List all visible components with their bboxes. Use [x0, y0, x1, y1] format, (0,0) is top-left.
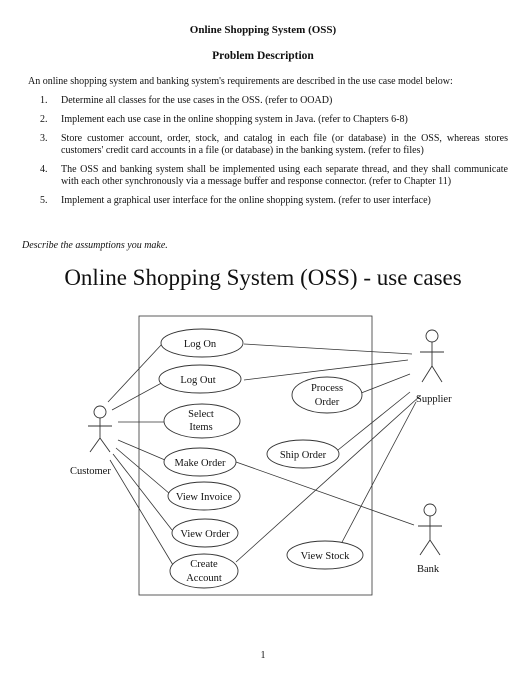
requirement-item: 1. Determine all classes for the use case…	[28, 95, 508, 107]
use-case-select-items-ellipse	[163, 403, 241, 439]
assoc-customer-createaccount	[109, 459, 177, 571]
actor-supplier-leg	[421, 365, 433, 383]
actor-bank-leg	[429, 539, 441, 556]
actor-customer-label: Customer	[70, 466, 111, 477]
use-case-make-order-label: Make Order	[174, 458, 226, 469]
document-subtitle: Problem Description	[212, 50, 314, 62]
requirement-item: 5. Implement a graphical user interface f…	[28, 195, 508, 207]
requirement-text: Implement each use case in the online sh…	[61, 114, 408, 125]
use-case-log-on-label: Log On	[184, 339, 217, 350]
assoc-bank-makeorder	[235, 461, 415, 526]
requirement-number: 5.	[40, 195, 48, 206]
use-case-view-invoice-ellipse	[167, 481, 241, 511]
use-case-process-order-ellipse	[291, 376, 363, 414]
use-case-create-account-label: Account	[186, 573, 222, 584]
page-number: 1	[260, 650, 266, 661]
assoc-supplier-shiporder	[337, 391, 411, 451]
requirement-number: 2.	[40, 114, 48, 125]
use-case-select-items-label: Items	[189, 422, 212, 433]
assoc-customer-logon	[107, 343, 163, 403]
actor-supplier-leg	[431, 365, 443, 383]
assoc-customer-makeorder	[117, 439, 166, 461]
use-case-make-order-ellipse	[163, 447, 237, 477]
association-lines	[107, 343, 421, 571]
use-case-view-order-ellipse	[171, 518, 239, 548]
use-case-view-invoice-label: View Invoice	[176, 492, 233, 503]
assoc-customer-logout	[111, 379, 168, 411]
diagram-title: Online Shopping System (OSS) - use cases	[64, 265, 462, 290]
use-case-log-on-ellipse	[160, 328, 244, 358]
actor-supplier-label: Supplier	[416, 394, 452, 405]
assoc-customer-vieworder	[112, 453, 173, 531]
use-case-create-account-ellipse	[169, 553, 239, 589]
requirement-text: Store customer account, order, stock, an…	[61, 133, 508, 156]
assoc-supplier-createaccount	[235, 395, 421, 563]
requirement-item: 2. Implement each use case in the online …	[28, 114, 508, 126]
intro-paragraph: An online shopping system and banking sy…	[28, 76, 453, 87]
use-cases	[158, 328, 364, 589]
actor-bank-label: Bank	[417, 564, 440, 575]
use-case-ship-order-label: Ship Order	[280, 450, 327, 461]
use-case-select-items-label: Select	[188, 409, 214, 420]
use-case-view-order-label: View Order	[180, 529, 230, 540]
actor-customer-leg	[99, 437, 111, 453]
use-case-create-account-label: Create	[190, 559, 218, 570]
use-case-log-out-ellipse	[158, 364, 242, 394]
assoc-supplier-viewstock	[339, 401, 417, 547]
document-title: Online Shopping System (OSS)	[189, 24, 337, 36]
requirement-item: 3. Store customer account, order, stock, …	[28, 133, 508, 157]
use-case-labels: Log On Log Out Select Items Make Order V…	[174, 339, 350, 584]
use-case-log-out-label: Log Out	[180, 375, 215, 386]
use-case-process-order-label: Order	[315, 397, 340, 408]
assoc-supplier-logon	[243, 343, 413, 355]
requirement-text: Determine all classes for the use cases …	[61, 95, 333, 106]
use-case-diagram: Log On Log Out Select Items Make Order V…	[70, 315, 452, 596]
requirement-number: 4.	[40, 164, 48, 175]
use-case-view-stock-label: View Stock	[301, 551, 350, 562]
system-boundary	[138, 315, 373, 596]
actor-customer	[88, 405, 112, 453]
use-case-process-order-label: Process	[311, 383, 343, 394]
assoc-supplier-logout	[243, 359, 409, 381]
assumptions-note: Describe the assumptions you make.	[22, 240, 168, 251]
actor-bank-head	[423, 503, 437, 517]
use-case-view-stock-ellipse	[286, 540, 364, 570]
actor-supplier	[420, 329, 444, 383]
requirement-text: Implement a graphical user interface for…	[61, 195, 431, 206]
requirements-list: 1. Determine all classes for the use case…	[28, 95, 508, 214]
actor-customer-leg	[89, 437, 101, 453]
assoc-customer-viewinvoice	[115, 447, 171, 495]
actor-bank-leg	[419, 539, 431, 556]
requirement-text: The OSS and banking system shall be impl…	[61, 164, 508, 187]
requirement-number: 3.	[40, 133, 48, 144]
actor-customer-head	[93, 405, 107, 419]
actor-bank	[418, 503, 442, 556]
use-case-ship-order-ellipse	[266, 439, 340, 469]
requirement-number: 1.	[40, 95, 48, 106]
assoc-supplier-processorder	[355, 373, 411, 396]
requirement-item: 4. The OSS and banking system shall be im…	[28, 164, 508, 188]
actor-supplier-head	[425, 329, 439, 343]
